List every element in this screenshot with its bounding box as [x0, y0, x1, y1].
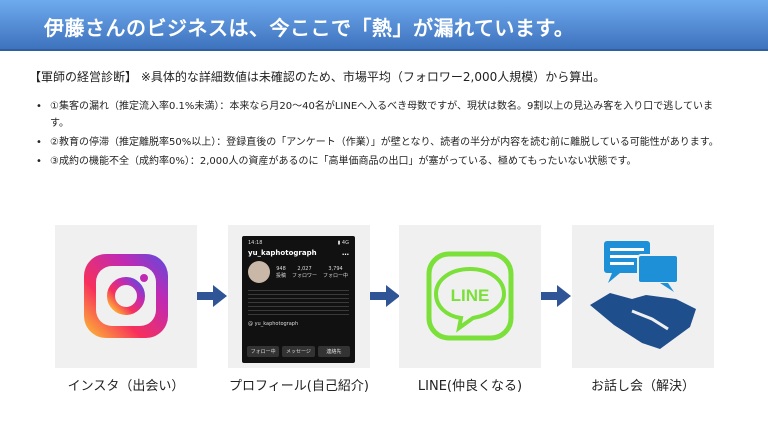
arrow-right-icon	[541, 285, 571, 307]
line-box: LINE	[399, 225, 541, 368]
avatar	[248, 261, 270, 283]
diagnosis-note: 【軍師の経営診断】 ※具体的な詳細数値は未確認のため、市場平均（フォロワー2,0…	[29, 70, 606, 84]
posts-label: 投稿	[276, 272, 287, 279]
message-button: メッセージ	[282, 346, 315, 357]
contact-button: 連絡先	[317, 346, 350, 357]
step-label-meeting: お話し会（解決）	[590, 379, 695, 394]
list-item: ②教育の停滞（推定離脱率50%以上）：登録直後の「アンケート（作業）」が壁となり…	[36, 134, 726, 151]
following-label: フォロー中	[323, 272, 349, 279]
posts-count: 948	[276, 265, 286, 272]
instagram-icon	[84, 254, 168, 338]
following-button: フォロー中	[247, 346, 280, 357]
arrow-right-icon	[370, 285, 400, 307]
arrow-right-icon	[197, 285, 227, 307]
followers-label: フォロワー	[292, 272, 318, 279]
list-item: ①集客の漏れ（推定流入率0.1%未満）：本来なら月20〜40名がLINEへ入るべ…	[36, 98, 726, 132]
step-label-line: LINE(仲良くなる)	[417, 379, 523, 394]
profile-handle: @ yu_kaphotograph	[248, 321, 299, 327]
instagram-box	[55, 225, 197, 368]
title-bar: 伊藤さんのビジネスは、今ここで「熱」が漏れています。	[0, 0, 768, 51]
handshake-icon	[590, 241, 696, 349]
line-logo-text: LINE	[451, 286, 490, 305]
phone-time: 14:18	[248, 240, 263, 246]
diagnosis-list: ①集客の漏れ（推定流入率0.1%未満）：本来なら月20〜40名がLINEへ入るべ…	[36, 98, 726, 172]
meeting-box	[572, 225, 714, 368]
page-title: 伊藤さんのビジネスは、今ここで「熱」が漏れています。	[44, 16, 575, 40]
list-item: ③成約の機能不全（成約率0%）：2,000人の資産があるのに「高単価商品の出口」…	[36, 153, 726, 170]
profile-username: yu_kaphotograph	[248, 249, 317, 257]
step-label-instagram: インスタ（出会い）	[67, 379, 185, 394]
followers-count: 2,027	[297, 265, 312, 272]
line-icon: LINE	[426, 251, 514, 341]
step-label-profile: プロフィール(自己紹介)	[229, 379, 369, 394]
following-count: 3,794	[328, 265, 343, 272]
